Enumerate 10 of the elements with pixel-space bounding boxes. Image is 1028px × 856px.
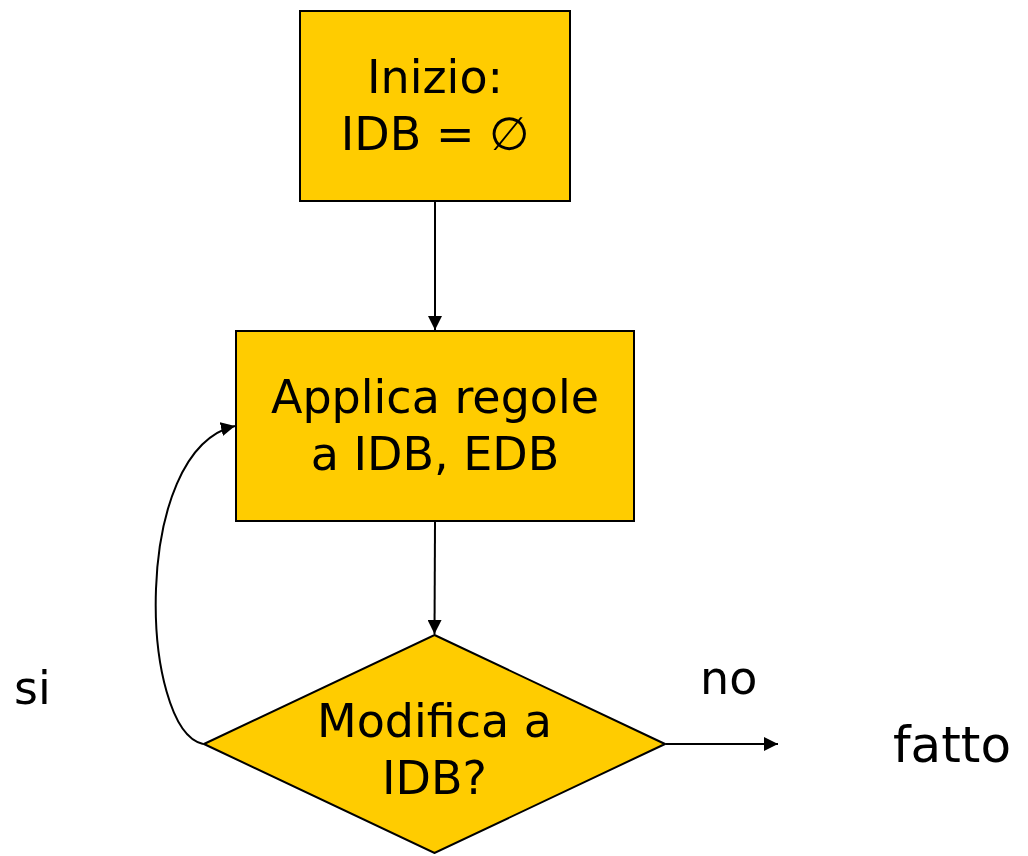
arrow	[428, 201, 442, 331]
process-box	[235, 330, 635, 522]
box-text: Applica regole a IDB, EDB	[269, 368, 601, 483]
arrow	[155, 425, 236, 745]
process-box	[299, 10, 571, 202]
arrow	[665, 737, 779, 751]
box-text: Inizio: IDB = ∅	[339, 48, 531, 163]
arrow	[427, 521, 442, 635]
decision-text: Modifica a IDB?	[315, 692, 554, 807]
decision-diamond	[203, 634, 666, 854]
